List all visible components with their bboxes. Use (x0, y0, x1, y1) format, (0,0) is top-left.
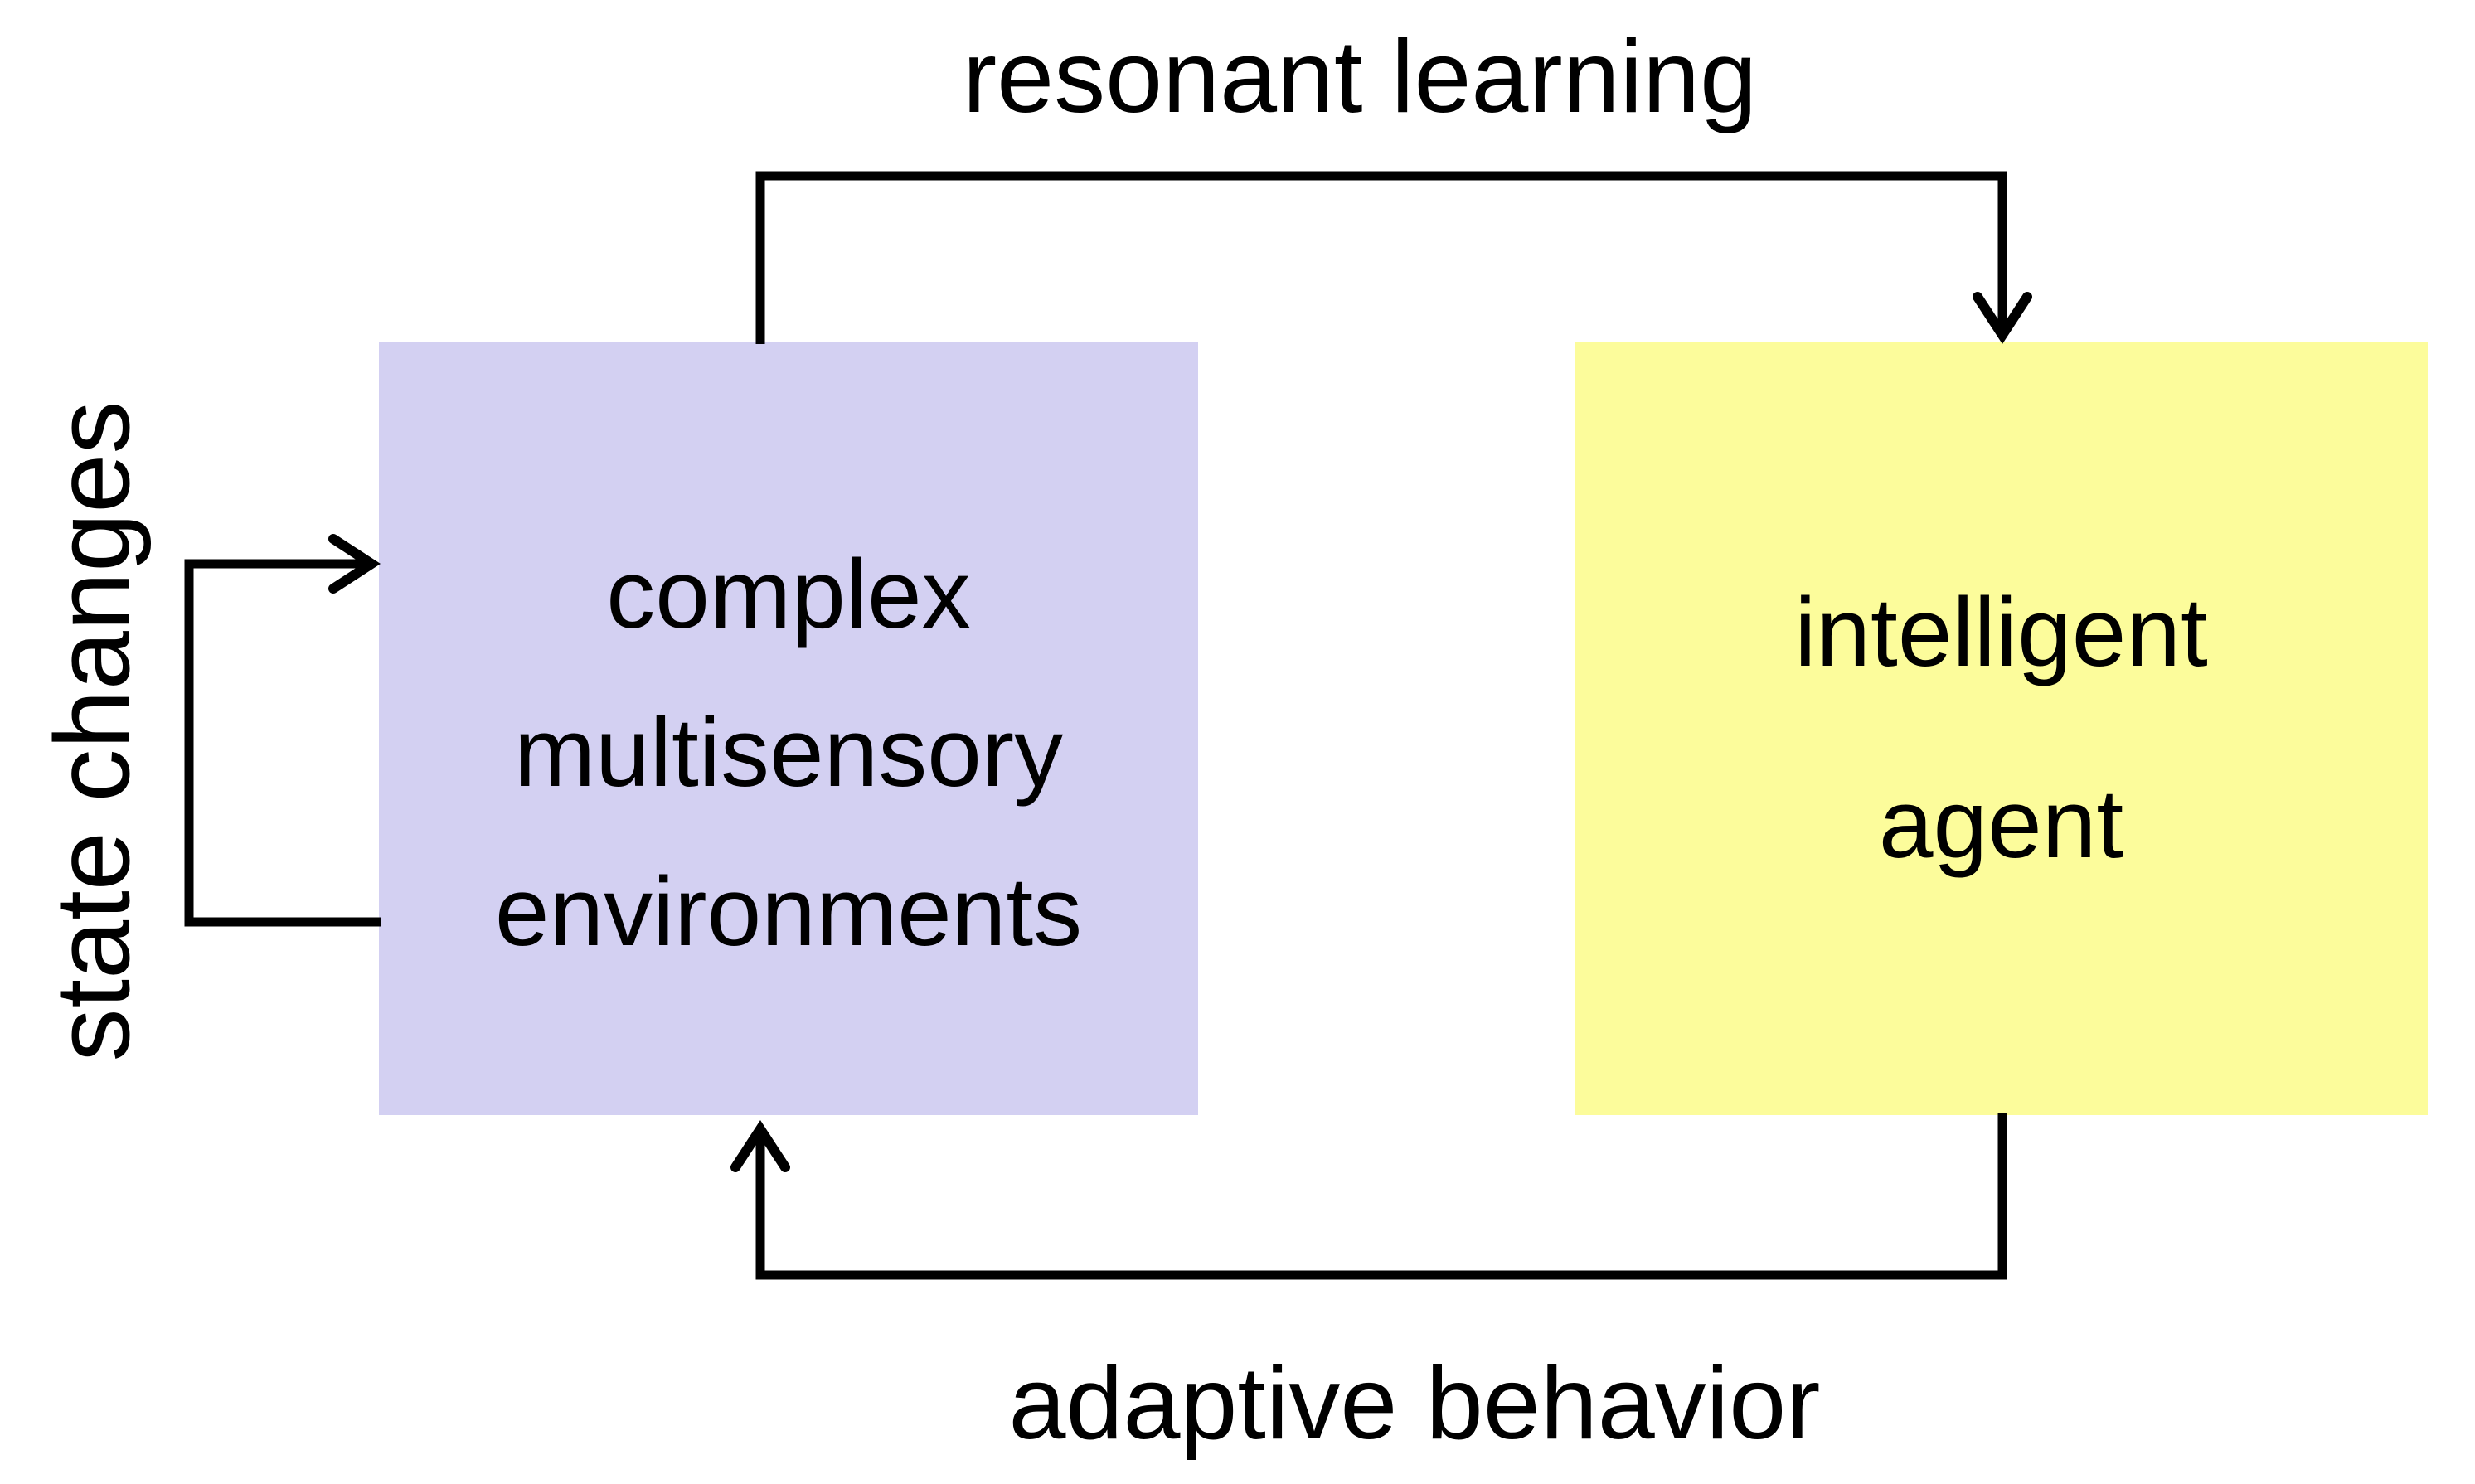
state-changes-label: state changes (33, 400, 153, 1062)
resonant-learning-label: resonant learning (962, 20, 1758, 134)
agent-box-line-1: intelligent (1794, 578, 2208, 688)
adaptive-behavior-label: adaptive behavior (1008, 1346, 1821, 1461)
adaptive-behavior-arrow (730, 1113, 2007, 1280)
state-changes-loop-arrow (184, 534, 381, 927)
agent-box-text: intelligent agent (1794, 537, 2208, 919)
environment-box-text: complex multisensory environments (495, 516, 1082, 991)
resonant-learning-arrow (755, 171, 2032, 344)
agent-box-line-2: agent (1878, 769, 2124, 879)
environment-box-line-3: environments (494, 856, 1083, 967)
environment-box: complex multisensory environments (379, 342, 1198, 1115)
agent-box: intelligent agent (1575, 342, 2428, 1115)
environment-box-line-1: complex (606, 540, 971, 650)
environment-box-line-2: multisensory (513, 698, 1064, 808)
